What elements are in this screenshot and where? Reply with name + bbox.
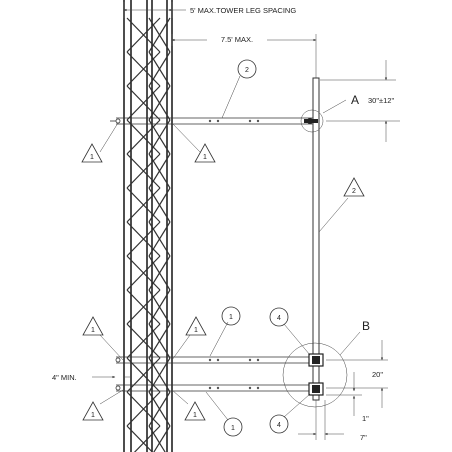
callout-clamp-upper: 4 xyxy=(269,307,311,356)
callout-top-left-a: 1 xyxy=(81,122,119,163)
callout-bottom-left-c: 1 xyxy=(82,389,124,421)
svg-text:4: 4 xyxy=(277,315,281,322)
lower-bottom-arm xyxy=(115,384,316,392)
lacing-brace xyxy=(126,289,161,325)
callout-top-arm: 2 xyxy=(221,59,257,119)
tower-leg-spacing-label: 5' MAX.TOWER LEG SPACING xyxy=(190,6,296,15)
lacing-brace xyxy=(148,323,171,359)
callout-bottom-left-a: 1 xyxy=(82,316,124,361)
detail-a-label: A xyxy=(351,93,359,107)
svg-text:1: 1 xyxy=(231,425,235,432)
arm-spacing-dimension: 20" xyxy=(326,340,388,408)
arm-length-label: 7.5' MAX. xyxy=(221,35,253,44)
lacing-brace xyxy=(126,85,161,121)
svg-text:1: 1 xyxy=(203,154,207,161)
lacing-brace xyxy=(126,51,161,87)
svg-text:1: 1 xyxy=(91,412,95,419)
callout-bottom-left-b: 1 xyxy=(171,316,207,361)
svg-text:1: 1 xyxy=(193,412,197,419)
detail-a-marker: A xyxy=(300,93,359,133)
top-offset-dimension: 30"±12" xyxy=(320,60,396,142)
tower-leg-spacing-dimension: 5' MAX.TOWER LEG SPACING xyxy=(123,2,296,18)
svg-text:1: 1 xyxy=(229,314,233,321)
lacing-brace xyxy=(126,323,161,359)
lacing-brace xyxy=(126,357,161,393)
lacing-brace xyxy=(148,187,171,223)
end-offset-dimension: 1" xyxy=(326,372,369,423)
lacing-brace xyxy=(148,391,171,427)
lacing-brace xyxy=(148,119,171,155)
lacing-brace xyxy=(148,221,171,257)
lacing-brace xyxy=(126,119,161,155)
svg-text:2: 2 xyxy=(245,67,249,74)
lacing-brace xyxy=(126,187,161,223)
lacing-brace xyxy=(148,85,171,121)
tower-lacing xyxy=(126,17,171,452)
lacing-brace xyxy=(126,17,161,53)
callout-bottom-left-d: 1 xyxy=(171,389,206,421)
lacing-brace xyxy=(148,357,171,393)
lacing-brace xyxy=(126,153,161,189)
top-offset-label: 30"±12" xyxy=(368,96,394,105)
lacing-brace xyxy=(153,425,171,452)
tower-section xyxy=(123,0,173,452)
lacing-brace xyxy=(148,17,171,53)
callout-clamp-lower: 4 xyxy=(269,393,311,434)
lacing-brace xyxy=(126,425,154,452)
svg-text:1: 1 xyxy=(194,327,198,334)
svg-text:1: 1 xyxy=(90,154,94,161)
top-mounting-arm xyxy=(110,117,400,125)
callout-vertical-pipe: 2 xyxy=(318,177,365,233)
lacing-brace xyxy=(126,221,161,257)
min-clearance-label: 4" MIN. xyxy=(52,373,77,382)
lacing-brace xyxy=(148,289,171,325)
detail-b-marker: B xyxy=(282,319,370,408)
arm-length-dimension: 7.5' MAX. xyxy=(171,34,317,80)
lacing-brace xyxy=(148,255,171,291)
callout-top-left-b: 1 xyxy=(171,122,216,163)
lacing-brace xyxy=(133,425,161,452)
detail-b-label: B xyxy=(362,319,370,333)
arm-spacing-label: 20" xyxy=(372,370,383,379)
end-width-dimension: 7" xyxy=(298,400,367,442)
svg-text:4: 4 xyxy=(277,422,281,429)
callout-bottom-arm-lower: 1 xyxy=(205,391,243,437)
upper-bottom-arm xyxy=(115,356,316,364)
end-width-label: 7" xyxy=(360,433,367,442)
lacing-brace xyxy=(148,153,171,189)
callout-bottom-arm-upper: 1 xyxy=(209,306,241,357)
svg-text:1: 1 xyxy=(91,327,95,334)
lacing-brace xyxy=(126,391,161,427)
svg-text:2: 2 xyxy=(352,188,356,195)
lacing-brace xyxy=(148,51,171,87)
lacing-brace xyxy=(126,255,161,291)
end-offset-label: 1" xyxy=(362,414,369,423)
min-clearance-dimension: 4" MIN. xyxy=(52,373,130,382)
